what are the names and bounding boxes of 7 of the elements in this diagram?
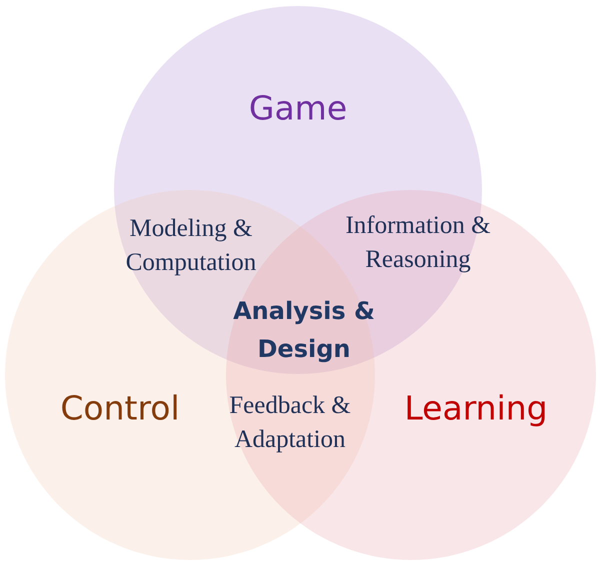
overlap-label: Modeling & Computation [124, 214, 258, 278]
circle-title: Learning [404, 388, 548, 428]
circle-title: Game [248, 88, 348, 128]
overlap-label: Feedback & Adaptation [228, 391, 352, 455]
circle-title: Control [60, 388, 180, 428]
center-label: Analysis & Design [232, 296, 376, 365]
overlap-label: Information & Reasoning [344, 211, 492, 275]
